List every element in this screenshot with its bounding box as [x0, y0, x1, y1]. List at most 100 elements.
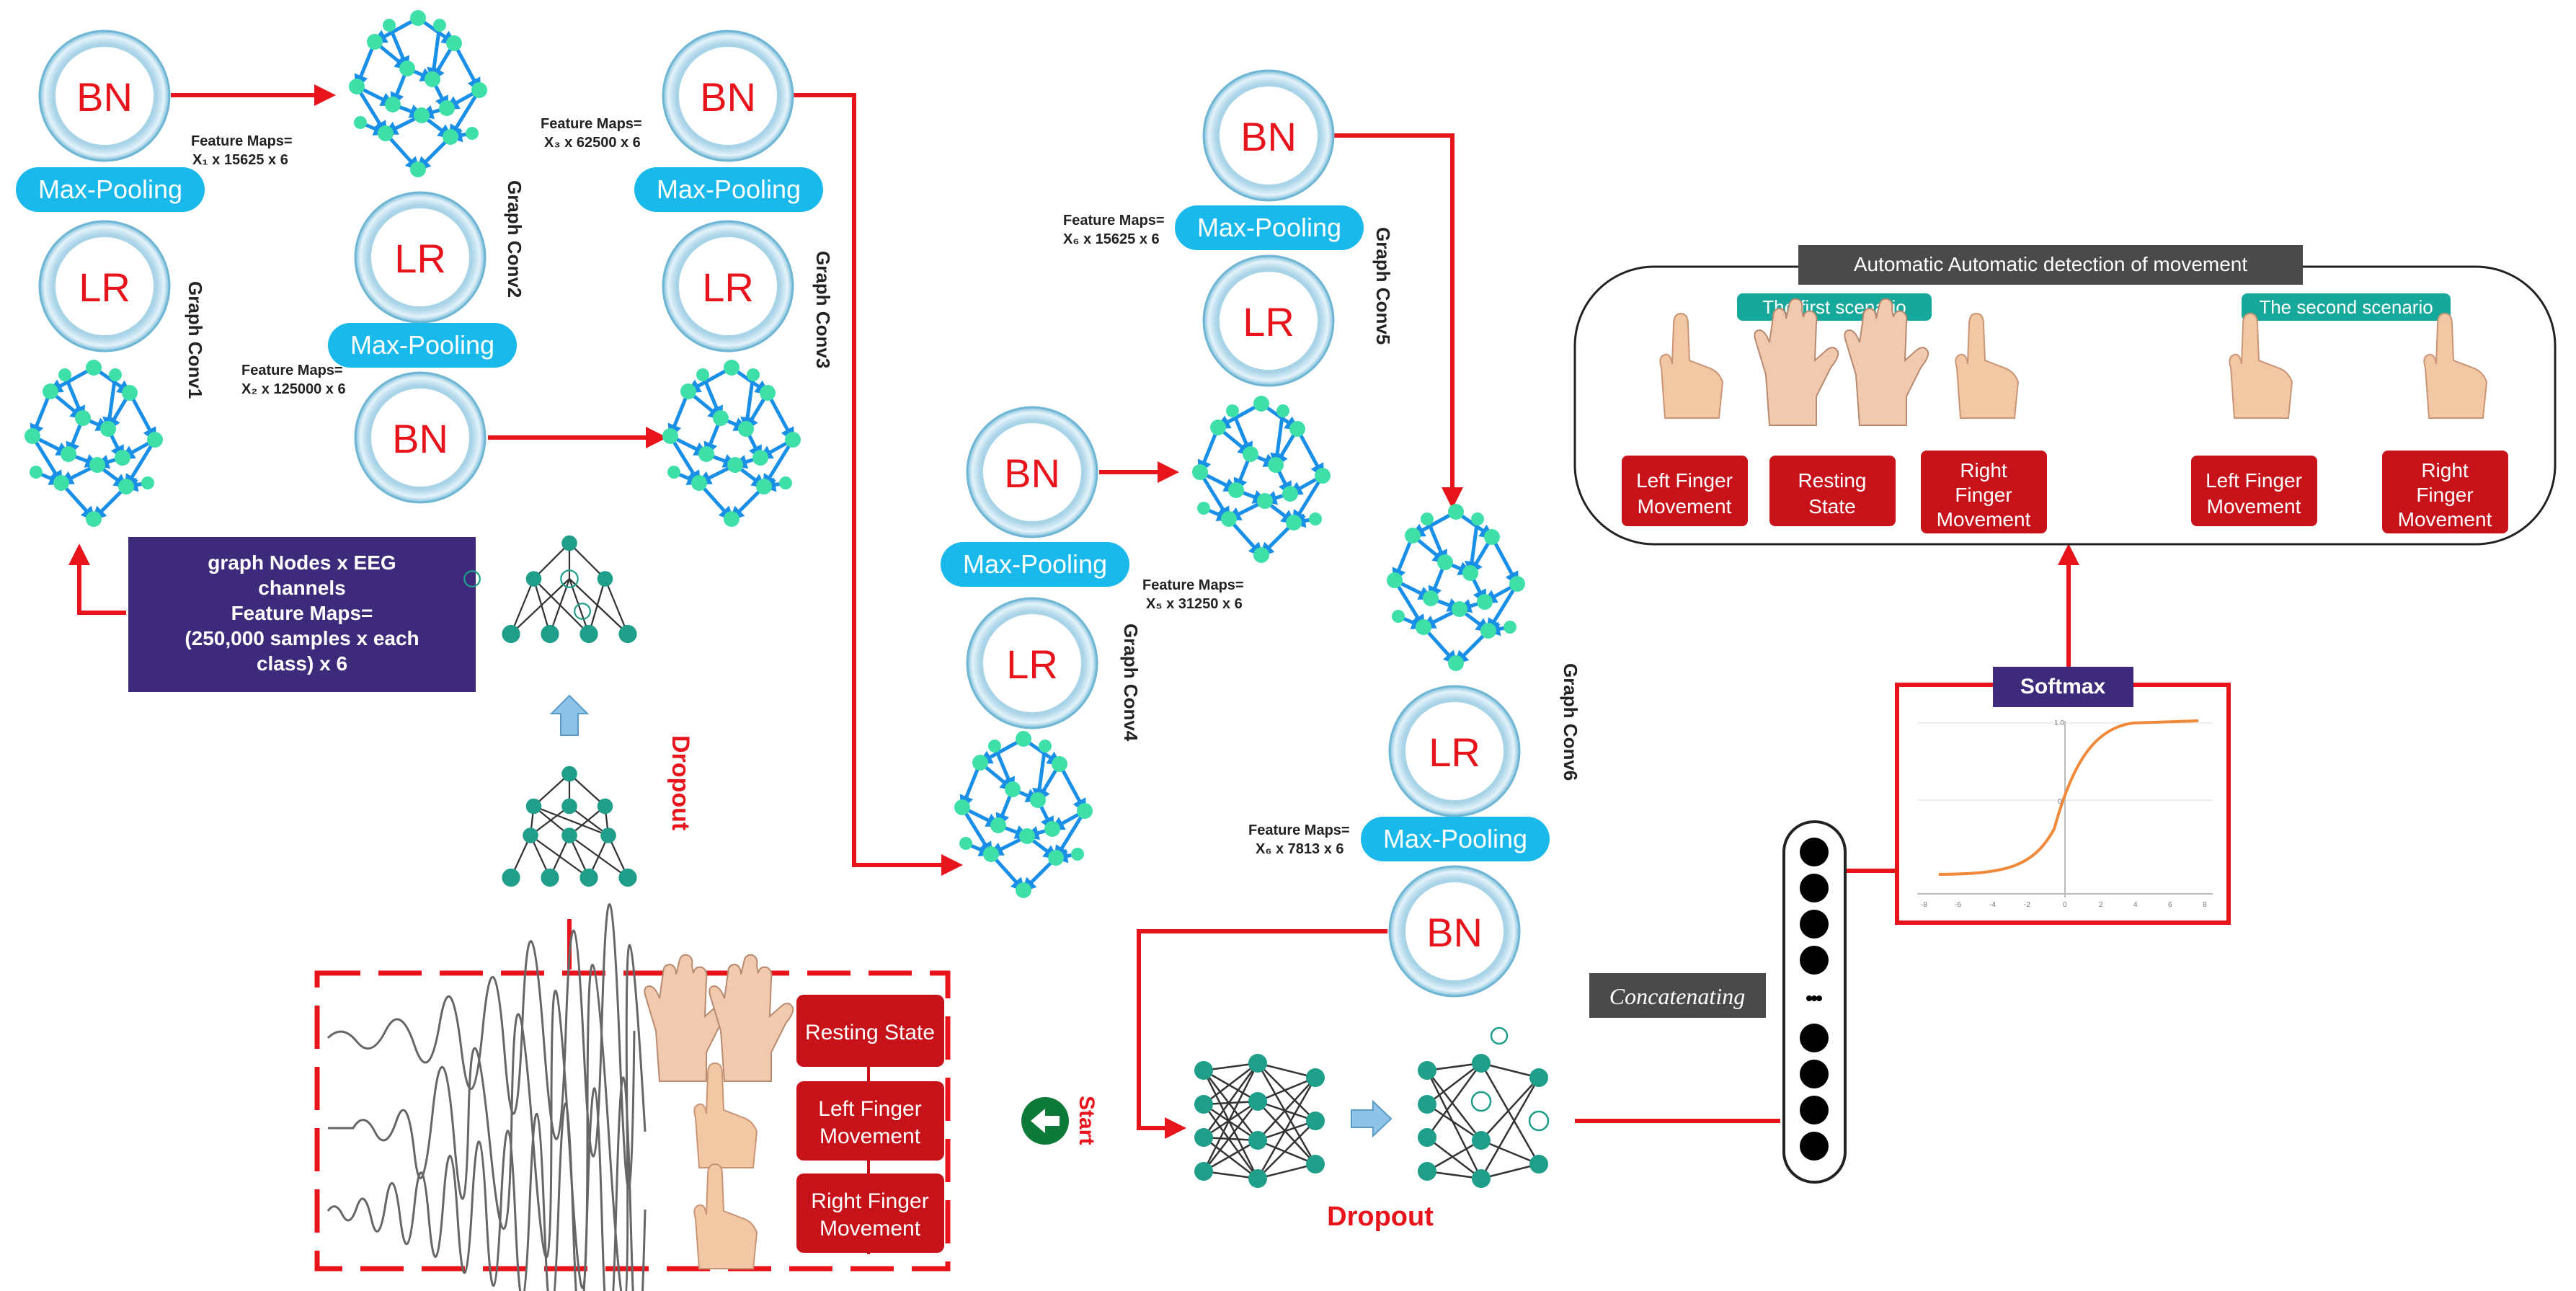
lr-ring-1: LR [38, 220, 171, 352]
sigmoid_ticks-x-0-text: -8 [1921, 901, 1927, 909]
fm1-title: Feature Maps= [191, 133, 293, 149]
dropout-network-top [463, 535, 637, 644]
detection-right_l2-text: Finger [2416, 484, 2473, 506]
labels-concatenating-text: Concatenating [1609, 983, 1745, 1009]
lr-ring-4: LR [966, 597, 1098, 729]
graph-conv1-label: Graph Conv1 [185, 281, 206, 399]
det-resting-state: Resting State [1769, 456, 1896, 526]
labels-softmax-text: Softmax [2020, 675, 2106, 698]
up-arrow-blue [549, 694, 590, 736]
fm3-value: X₃ x 62500 x 6 [544, 135, 641, 151]
labels-max_pooling-text: Max-Pooling [1197, 213, 1341, 242]
det-left-finger-2: Left Finger Movement [2191, 456, 2317, 526]
detection-left_l1-text: Left Finger [1636, 469, 1733, 492]
detection-left_l2-text: Movement [1638, 495, 1732, 518]
start-label: Start [1075, 1096, 1098, 1145]
bn-ring-2: BN [354, 371, 487, 504]
sigmoid_ticks-x-8-text: 8 [2203, 901, 2207, 909]
arrow-bn6-to-dnn [1137, 929, 1387, 1139]
sigmoid_ticks-x-2-text: -4 [1989, 901, 1996, 909]
max-pooling-pill-3: Max-Pooling [634, 167, 823, 212]
fm6a-title: Feature Maps= [1063, 213, 1165, 229]
sigmoid_ticks-x-7-text: 6 [2168, 901, 2172, 909]
start-icon [1021, 1097, 1069, 1145]
graph-network-6 [1387, 504, 1525, 671]
dnn-network-2 [1418, 1026, 1550, 1188]
class-right-finger: Right Finger Movement [796, 1174, 944, 1253]
input_box-line1-text: graph Nodes x EEG [208, 551, 396, 574]
bn-ring-1: BN [38, 30, 171, 162]
sigmoid_ticks-y_top-text: 1.0 [2054, 719, 2064, 727]
sigmoid_ticks-x-4-text: 0 [2063, 901, 2067, 909]
classes-left_l2-text: Movement [820, 1124, 921, 1148]
bn-ring-5: BN [1202, 69, 1335, 202]
classes-left_l1-text: Left Finger [818, 1097, 921, 1121]
arrow-bn3-to-graph4 [793, 93, 963, 876]
graph-network-2 [349, 10, 487, 177]
detection-right_l3-text: Movement [2398, 508, 2492, 531]
class-left-finger: Left Finger Movement [796, 1081, 944, 1161]
fm1-value: X₁ x 15625 x 6 [192, 152, 288, 168]
fm2-title: Feature Maps= [241, 363, 343, 378]
sigmoid-plot: 1.0 0 -8 -6 -4 -2 0 2 4 6 8 [1917, 719, 2213, 909]
labels-max_pooling-text: Max-Pooling [1383, 824, 1527, 853]
graph-network-4 [954, 731, 1093, 898]
detection-left_l1-text: Left Finger [2206, 469, 2302, 492]
eeg-signal-2 [328, 944, 647, 1291]
dnn-network-1 [1193, 1052, 1326, 1189]
graph-conv5-label: Graph Conv5 [1372, 227, 1394, 345]
labels-max_pooling-text: Max-Pooling [350, 330, 494, 360]
scenario2-label: The second scenario [2242, 293, 2451, 321]
right-arrow-blue [1351, 1099, 1393, 1138]
labels-bn-text: BN [1426, 910, 1483, 955]
input_box-line3-text: Feature Maps= [231, 602, 373, 624]
input_box-line5-text: class) x 6 [257, 652, 347, 675]
labels-lr-text: LR [1006, 642, 1058, 687]
fm5-title: Feature Maps= [1142, 577, 1244, 593]
fm6b-title: Feature Maps= [1248, 822, 1350, 838]
detection-rest_l2-text: State [1808, 495, 1855, 518]
eeg-signal-3 [327, 1076, 647, 1291]
detection-rest_l1-text: Resting [1798, 469, 1867, 492]
max-pooling-pill-2: Max-Pooling [328, 323, 517, 368]
input_box-line2-text: channels [258, 577, 345, 599]
hand-right-icon [693, 1163, 758, 1269]
labels-bn-text: BN [700, 74, 756, 120]
fm6a-value: X₆ x 15625 x 6 [1063, 231, 1160, 247]
labels-lr-text: LR [79, 265, 130, 310]
labels-bn-text: BN [1240, 114, 1297, 159]
labels-bn-text: BN [76, 74, 133, 120]
softmax-title: Softmax [1993, 667, 2133, 707]
max-pooling-pill-1: Max-Pooling [16, 167, 205, 212]
fm3-title: Feature Maps= [541, 116, 642, 132]
concatenating-label: Concatenating [1589, 973, 1766, 1018]
class-resting-state: Resting State [796, 995, 944, 1067]
lr-ring-6: LR [1388, 685, 1521, 817]
graph-conv4-label: Graph Conv4 [1120, 624, 1142, 742]
detection-right_l3-text: Movement [1937, 508, 2031, 531]
classes-right_l1-text: Right Finger [811, 1189, 928, 1213]
detection-title-text: Automatic Automatic detection of movemen… [1854, 253, 2247, 275]
bn-ring-3: BN [662, 30, 794, 162]
dropout-network-bottom [502, 766, 637, 887]
dropout-label-left: Dropout [667, 735, 694, 830]
bn-ring-6: BN [1388, 865, 1521, 998]
bn-ring-4: BN [966, 406, 1098, 538]
lr-ring-3: LR [662, 220, 794, 352]
labels-lr-text: LR [1243, 299, 1294, 345]
detection-left_l2-text: Movement [2207, 495, 2301, 518]
detection-right_l1-text: Right [2421, 459, 2469, 482]
graph-network-5 [1192, 396, 1331, 563]
labels-lr-text: LR [1429, 729, 1480, 775]
graph-conv6-label: Graph Conv6 [1560, 663, 1581, 781]
sigmoid_ticks-x-3-text: -2 [2024, 901, 2030, 909]
dropout-label-bottom: Dropout [1327, 1202, 1434, 1232]
fm6b-value: X₆ x 7813 x 6 [1256, 841, 1344, 857]
detection-right_l1-text: Right [1960, 459, 2007, 482]
classes-resting_state-text: Resting State [805, 1021, 935, 1044]
lr-ring-5: LR [1202, 254, 1335, 387]
graph-network-1 [25, 360, 163, 527]
labels-max_pooling-text: Max-Pooling [657, 174, 801, 204]
det-left-finger-1: Left Finger Movement [1622, 456, 1748, 526]
labels-bn-text: BN [392, 416, 448, 461]
